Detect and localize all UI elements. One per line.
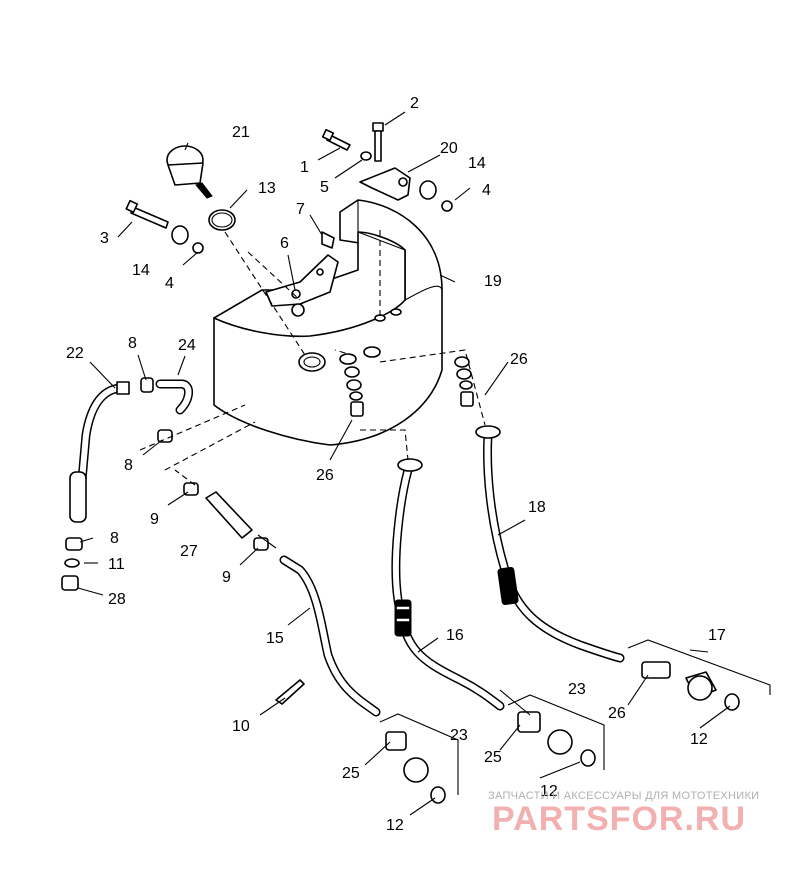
- callout-28: 28: [108, 591, 126, 608]
- callout-8: 8: [124, 457, 133, 474]
- callout-4: 4: [165, 275, 174, 292]
- callout-2: 2: [410, 95, 419, 112]
- callout-27: 27: [180, 543, 198, 560]
- clamp: [65, 537, 83, 551]
- callout-9: 9: [150, 511, 159, 528]
- callout-14: 14: [132, 262, 150, 279]
- dipstick-cap: [166, 145, 213, 199]
- fittings-left: [344, 366, 364, 417]
- callout-24: 24: [178, 337, 196, 354]
- mounting-bracket: [265, 254, 339, 317]
- ring: [64, 558, 80, 568]
- clamp: [253, 537, 269, 551]
- callout-7: 7: [296, 201, 305, 218]
- callout-26: 26: [510, 351, 528, 368]
- hose-22: [69, 381, 130, 523]
- callout-22: 22: [66, 345, 84, 362]
- fitting-group-23-left: [379, 713, 459, 804]
- callout-3: 3: [100, 230, 109, 247]
- clip-10: [275, 679, 305, 705]
- callout-12: 12: [690, 731, 708, 748]
- callout-8: 8: [128, 335, 137, 352]
- clamp: [157, 429, 173, 443]
- callout-1: 1: [300, 159, 309, 176]
- fittings-right: [454, 356, 474, 407]
- watermark-logo: PARTSFOR.RU: [492, 800, 747, 838]
- fitting-group-17: [627, 639, 771, 711]
- callout-20: 20: [440, 140, 458, 157]
- callout-8: 8: [110, 530, 119, 547]
- callout-26: 26: [316, 467, 334, 484]
- oil-tank: [213, 199, 443, 446]
- callout-17: 17: [708, 627, 726, 644]
- watermark-tagline: ЗАПЧАСТИ И АКСЕССУАРЫ ДЛЯ МОТОТЕХНИКИ: [488, 790, 760, 802]
- callout-23: 23: [568, 681, 586, 698]
- callout-19: 19: [484, 273, 502, 290]
- callout-9: 9: [222, 569, 231, 586]
- callout-14: 14: [468, 155, 486, 172]
- leader-lines: [77, 111, 731, 816]
- fitting-group-23-right: [507, 694, 605, 770]
- callout-10: 10: [232, 718, 250, 735]
- line-18: [483, 430, 625, 663]
- drain-plug: [61, 575, 79, 591]
- callout-5: 5: [320, 179, 329, 196]
- callout-25: 25: [342, 765, 360, 782]
- callout-26: 26: [608, 705, 626, 722]
- callout-23: 23: [450, 727, 468, 744]
- callout-12: 12: [386, 817, 404, 834]
- callout-16: 16: [446, 627, 464, 644]
- callout-21: 21: [232, 124, 250, 141]
- clamp: [140, 377, 154, 393]
- dashed-guides: [139, 230, 486, 486]
- top-hardware: [125, 122, 453, 254]
- callout-15: 15: [266, 630, 284, 647]
- hose-27: [205, 491, 253, 539]
- callout-13: 13: [258, 180, 276, 197]
- callout-11: 11: [108, 556, 125, 573]
- callout-18: 18: [528, 499, 546, 516]
- callout-6: 6: [280, 235, 289, 252]
- callout-12: 12: [540, 783, 558, 800]
- clip-part: [321, 231, 335, 249]
- callout-numbers: 1 2 3 4 4 5 6 7 8 8 8 9 9 10 11 12 12 12…: [66, 95, 726, 834]
- callout-25: 25: [484, 749, 502, 766]
- callout-4: 4: [482, 182, 491, 199]
